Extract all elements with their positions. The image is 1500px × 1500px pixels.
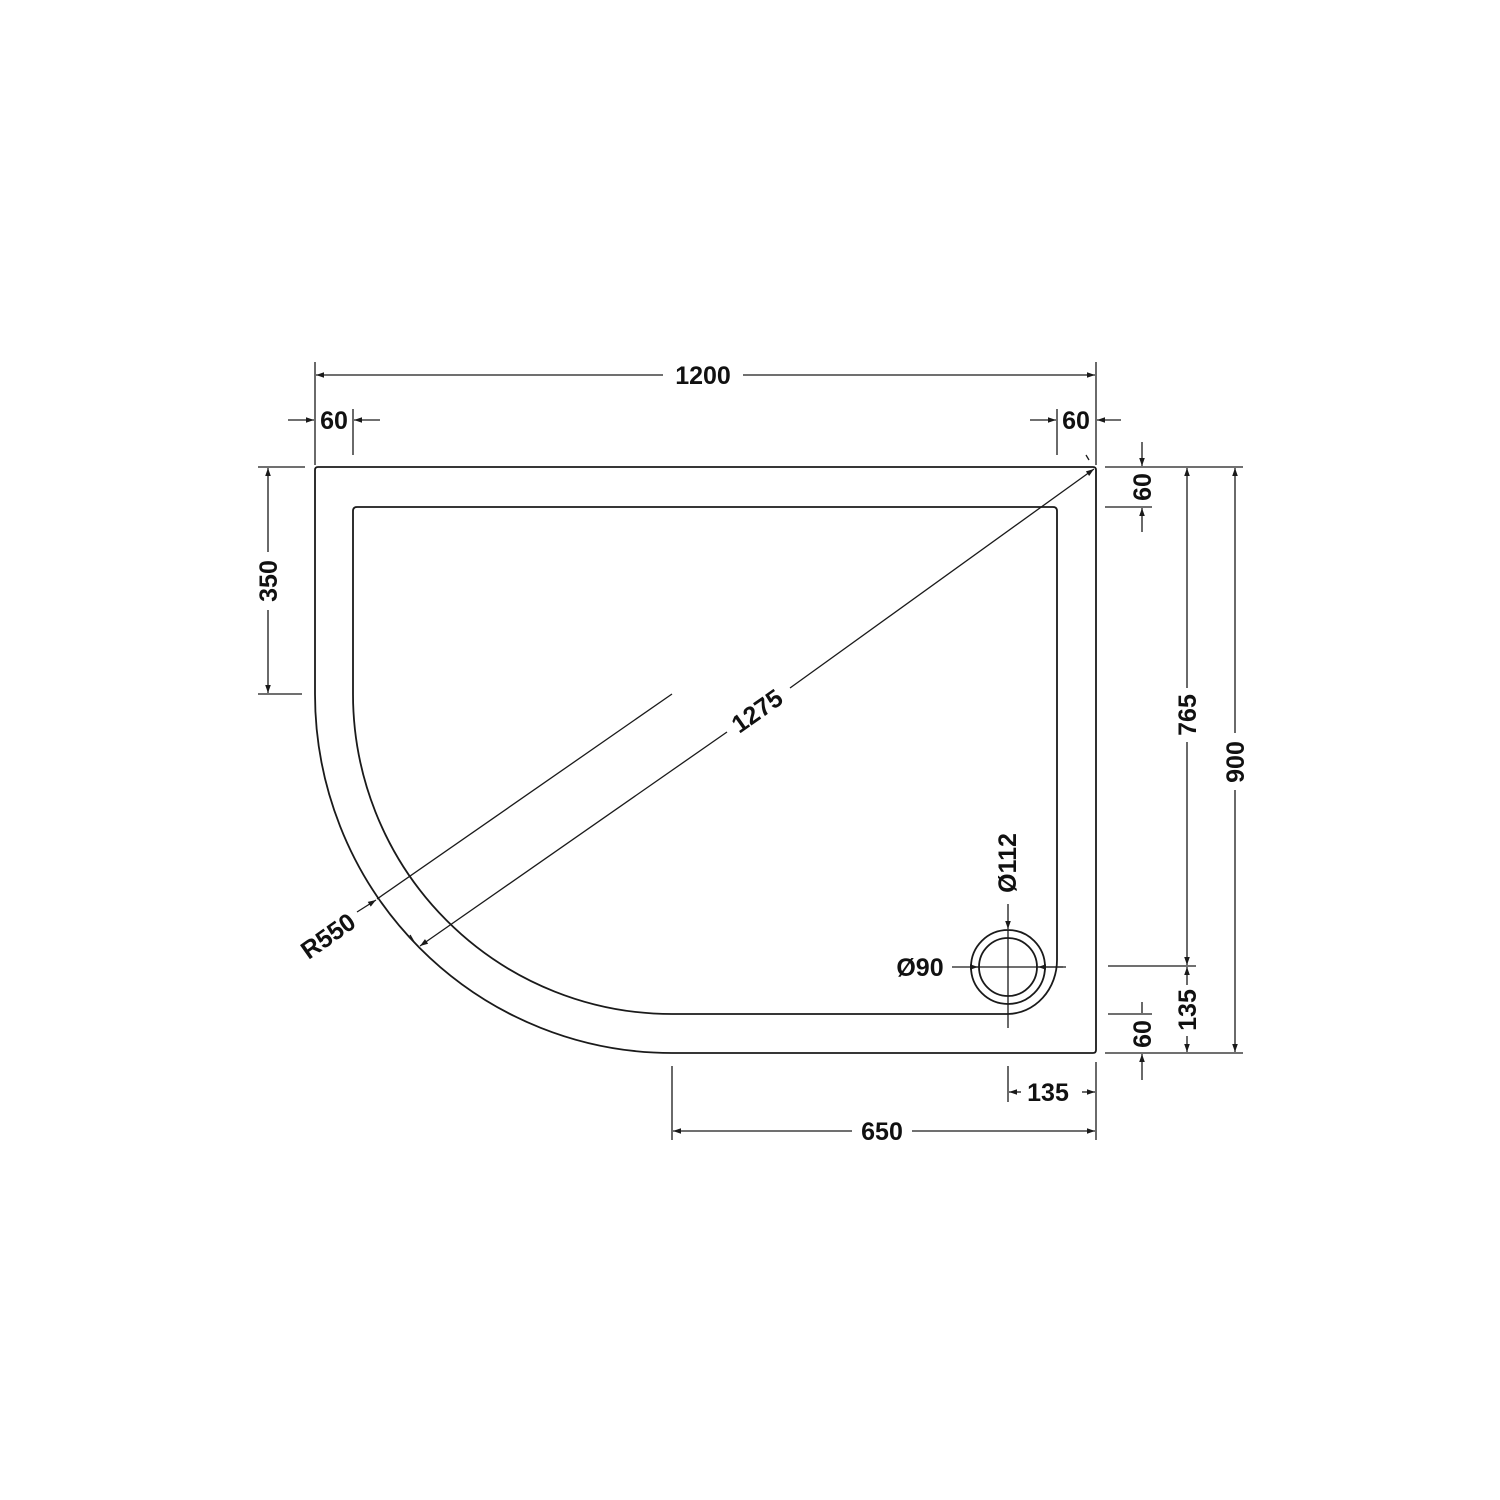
label-rim-bottom: 60 <box>1129 1020 1157 1048</box>
label-inner-height: 765 <box>1174 694 1202 736</box>
label-rim-top: 60 <box>1129 473 1157 501</box>
label-rim-right: 60 <box>1062 407 1090 435</box>
dim-inner-height: 765 <box>1108 468 1202 967</box>
label-straight-bottom: 650 <box>861 1118 903 1146</box>
dim-straight-left: 350 <box>255 466 305 695</box>
dim-radius: R550 <box>296 693 673 965</box>
label-diagonal: 1275 <box>727 684 789 739</box>
dim-rim-bottom: 60 <box>1108 1002 1157 1080</box>
label-waste-from-bottom: 135 <box>1174 989 1202 1031</box>
label-overall-depth: 900 <box>1222 741 1250 783</box>
label-waste-from-right: 135 <box>1027 1079 1069 1107</box>
dim-diagonal: 1275 <box>409 454 1095 947</box>
label-straight-left: 350 <box>255 560 283 602</box>
dim-overall-depth: 900 <box>1105 468 1250 1054</box>
label-waste-outer: Ø112 <box>994 833 1022 893</box>
dim-overall-width: 1200 <box>314 362 1097 465</box>
dim-rim-left: 60 <box>288 407 380 455</box>
dim-waste-from-bottom: 135 <box>1174 967 1202 1052</box>
dim-waste-from-right: 135 <box>1007 1062 1097 1140</box>
dim-waste-inner: Ø90 <box>896 954 1063 982</box>
label-radius: R550 <box>296 908 361 965</box>
dim-rim-top: 60 <box>1105 442 1243 532</box>
label-overall-width: 1200 <box>675 362 731 390</box>
dim-straight-bottom: 650 <box>671 1066 1095 1146</box>
label-rim-left: 60 <box>320 407 348 435</box>
tray-inner-outline <box>352 506 1058 1015</box>
dim-waste-outer: Ø112 <box>994 833 1022 929</box>
label-waste-inner: Ø90 <box>896 954 943 982</box>
dim-rim-right: 60 <box>1030 407 1121 455</box>
tray-outer-outline <box>314 466 1097 1054</box>
